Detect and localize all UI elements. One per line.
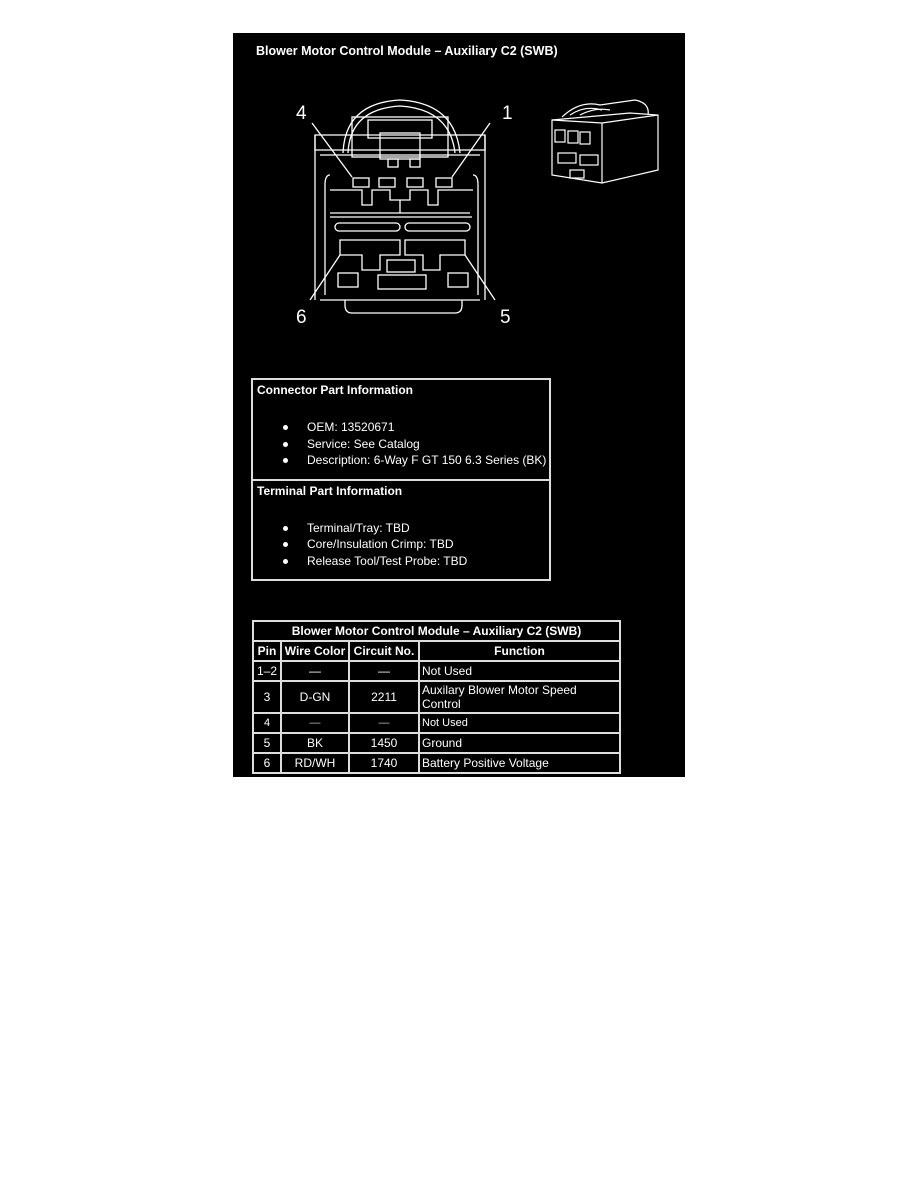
cell-function: Not Used [418, 712, 621, 734]
cell-pin: 5 [252, 732, 282, 754]
cell-circuit: 2211 [348, 680, 420, 714]
cell-pin: 6 [252, 752, 282, 774]
list-item: OEM: 13520671 [281, 419, 545, 436]
column-header-circuit-no: Circuit No. [348, 640, 420, 662]
list-item: Core/Insulation Crimp: TBD [281, 536, 545, 553]
cell-wire-color: — [280, 660, 350, 682]
page-title: Blower Motor Control Module – Auxiliary … [256, 44, 558, 58]
column-header-pin: Pin [252, 640, 282, 662]
table-caption-row: Blower Motor Control Module – Auxiliary … [252, 620, 621, 642]
cell-circuit: 1740 [348, 752, 420, 774]
column-header-function: Function [418, 640, 621, 662]
callout-pin-1: 1 [502, 103, 513, 124]
terminal-info-header: Terminal Part Information [257, 483, 403, 498]
table-row: 1–2 — — Not Used [252, 660, 621, 682]
callout-pin-6: 6 [296, 307, 307, 328]
connector-part-information: Connector Part Information OEM: 13520671… [253, 380, 549, 479]
connector-isometric-icon [551, 99, 659, 184]
connector-info-list: OEM: 13520671 Service: See Catalog Descr… [257, 419, 546, 469]
cell-circuit: — [348, 660, 420, 682]
cell-wire-color: RD/WH [280, 752, 350, 774]
table-row: 5 BK 1450 Ground [252, 732, 621, 754]
terminal-info-list: Terminal/Tray: TBD Core/Insulation Crimp… [257, 520, 545, 570]
table-row: 4 — — Not Used [252, 712, 621, 734]
list-item: Service: See Catalog [281, 436, 545, 453]
table-caption: Blower Motor Control Module – Auxiliary … [252, 620, 621, 642]
list-item: Release Tool/Test Probe: TBD [281, 553, 545, 570]
part-information-box: Connector Part Information OEM: 13520671… [251, 378, 551, 581]
cell-pin: 1–2 [252, 660, 282, 682]
cell-function: Ground [418, 732, 621, 754]
table-header-row: Pin Wire Color Circuit No. Function [252, 640, 621, 662]
terminal-part-information: Terminal Part Information Terminal/Tray:… [253, 478, 549, 580]
list-item: Terminal/Tray: TBD [281, 520, 545, 537]
cell-circuit: — [348, 712, 420, 734]
document-panel: Blower Motor Control Module – Auxiliary … [233, 33, 685, 777]
cell-function: Auxilary Blower Motor Speed Control [418, 680, 621, 714]
cell-function: Battery Positive Voltage [418, 752, 621, 774]
cell-circuit: 1450 [348, 732, 420, 754]
connector-info-header: Connector Part Information [257, 383, 414, 397]
cell-pin: 3 [252, 680, 282, 714]
cell-wire-color: D-GN [280, 680, 350, 714]
table-row: 6 RD/WH 1740 Battery Positive Voltage [252, 752, 621, 774]
list-item: Description: 6-Way F GT 150 6.3 Series (… [281, 452, 546, 469]
column-header-wire-color: Wire Color [280, 640, 350, 662]
cell-wire-color: BK [280, 732, 350, 754]
connector-face-diagram-icon [309, 99, 496, 314]
callout-pin-4: 4 [296, 103, 307, 124]
cell-wire-color: — [280, 712, 350, 734]
callout-pin-5: 5 [500, 307, 511, 328]
cell-function: Not Used [418, 660, 621, 682]
table-row: 3 D-GN 2211 Auxilary Blower Motor Speed … [252, 680, 621, 714]
pinout-table: Blower Motor Control Module – Auxiliary … [252, 620, 621, 774]
cell-pin: 4 [252, 712, 282, 734]
